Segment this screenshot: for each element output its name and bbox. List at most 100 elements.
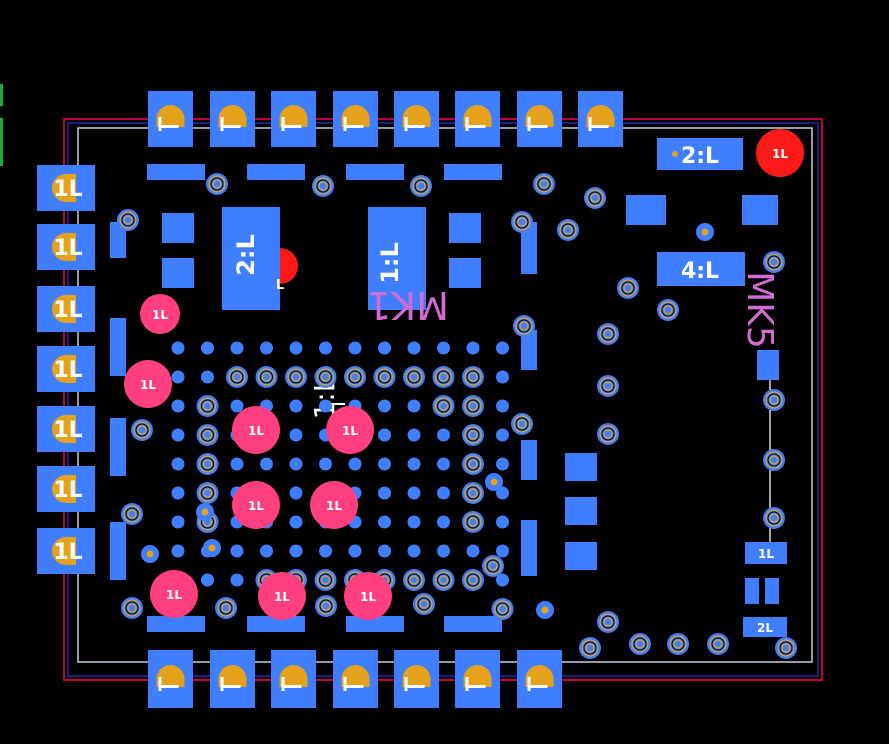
bga-ball[interactable] — [171, 515, 185, 529]
via[interactable] — [482, 555, 504, 577]
bga-ball[interactable] — [289, 399, 303, 413]
via[interactable] — [315, 595, 337, 617]
castellated-pad[interactable]: 1L — [37, 286, 95, 332]
component-2L-right[interactable]: 2:L — [657, 138, 743, 170]
via[interactable] — [462, 511, 484, 533]
bga-ball[interactable] — [407, 399, 421, 413]
pad-small-2L[interactable] — [743, 617, 787, 637]
via[interactable] — [432, 569, 455, 591]
via[interactable] — [462, 424, 484, 446]
via[interactable] — [403, 366, 425, 388]
bga-ball[interactable] — [171, 370, 185, 384]
castellated-pad[interactable] — [333, 650, 378, 708]
bga-ball[interactable] — [230, 341, 244, 355]
castellated-pad[interactable] — [271, 650, 316, 708]
via[interactable] — [763, 251, 785, 273]
via[interactable] — [373, 366, 396, 388]
thermal-pad[interactable]: 1L — [258, 572, 306, 620]
bga-ball[interactable] — [496, 399, 509, 413]
via[interactable] — [206, 173, 228, 195]
via[interactable] — [763, 389, 785, 411]
bga-ball[interactable] — [171, 486, 185, 500]
bga-ball[interactable] — [437, 341, 450, 355]
bga-ball[interactable] — [466, 544, 480, 558]
via[interactable] — [462, 395, 484, 417]
thermal-pad[interactable]: 1L — [310, 481, 358, 529]
castellated-pad[interactable]: 1L — [37, 165, 95, 211]
bottom-castellated-pads[interactable] — [148, 650, 562, 708]
castellated-pad[interactable] — [210, 650, 255, 708]
castellated-pad[interactable] — [517, 91, 562, 147]
via[interactable] — [597, 323, 619, 345]
bga-ball[interactable] — [407, 515, 421, 529]
via[interactable] — [196, 424, 219, 446]
bga-ball[interactable] — [496, 544, 509, 558]
castellated-pad[interactable] — [578, 91, 623, 147]
small-vias[interactable] — [141, 223, 714, 619]
castellated-pad[interactable] — [517, 650, 562, 708]
via[interactable] — [255, 366, 278, 388]
bga-ball[interactable] — [201, 573, 214, 587]
castellated-pad[interactable] — [394, 650, 439, 708]
bga-ball[interactable] — [289, 428, 303, 442]
via[interactable] — [196, 482, 219, 504]
bga-ball[interactable] — [437, 457, 450, 471]
bga-ball[interactable] — [171, 457, 185, 471]
small-via[interactable] — [203, 539, 221, 557]
via[interactable] — [667, 633, 689, 655]
bga-ball[interactable] — [378, 515, 391, 529]
bga-ball[interactable] — [407, 428, 421, 442]
via[interactable] — [196, 395, 219, 417]
thermal-pad[interactable]: 1L — [140, 294, 180, 334]
castellated-pad[interactable]: 1L — [37, 224, 95, 270]
bga-ball[interactable] — [348, 341, 362, 355]
via[interactable] — [707, 633, 729, 655]
via[interactable] — [285, 366, 307, 388]
castellated-pad[interactable]: 1L — [37, 528, 95, 574]
castellated-pad[interactable]: 1L — [37, 346, 95, 392]
bga-ball[interactable] — [289, 486, 303, 500]
thermal-pad[interactable]: 1L — [344, 572, 392, 620]
castellated-pad[interactable] — [455, 91, 500, 147]
bga-ball[interactable] — [348, 544, 362, 558]
via[interactable] — [410, 175, 432, 197]
bga-ball[interactable] — [289, 515, 303, 529]
via[interactable] — [413, 593, 435, 615]
thermal-pad[interactable]: 1L — [124, 360, 172, 408]
bga-ball[interactable] — [319, 341, 332, 355]
via[interactable] — [629, 633, 651, 655]
via[interactable] — [579, 637, 601, 659]
bga-ball[interactable] — [437, 428, 450, 442]
via[interactable] — [511, 413, 533, 435]
vias[interactable] — [117, 173, 797, 659]
via[interactable] — [533, 173, 555, 195]
bga-ball[interactable] — [496, 457, 509, 471]
castellated-pad[interactable] — [271, 91, 316, 147]
via[interactable] — [557, 219, 579, 241]
component-4L-right[interactable]: 4:L — [657, 252, 745, 286]
bga-ball[interactable] — [378, 457, 391, 471]
top-castellated-pads[interactable] — [148, 91, 623, 147]
via[interactable] — [432, 395, 455, 417]
castellated-pad[interactable] — [333, 91, 378, 147]
bga-ball[interactable] — [407, 486, 421, 500]
bga-ball[interactable] — [201, 370, 214, 384]
via[interactable] — [215, 597, 237, 619]
bga-ball[interactable] — [171, 399, 185, 413]
bga-ball[interactable] — [496, 428, 509, 442]
thermal-pad[interactable]: 1L — [326, 406, 374, 454]
bga-ball[interactable] — [230, 399, 244, 413]
small-via[interactable] — [696, 223, 714, 241]
small-via[interactable] — [485, 473, 503, 491]
bga-ball[interactable] — [378, 428, 391, 442]
small-via[interactable] — [141, 545, 159, 563]
via[interactable] — [344, 366, 366, 388]
bga-ball[interactable] — [496, 486, 509, 500]
via[interactable] — [403, 569, 425, 591]
bga-ball[interactable] — [407, 341, 421, 355]
castellated-pad[interactable] — [148, 91, 193, 147]
bga-ball[interactable] — [230, 544, 244, 558]
via[interactable] — [657, 299, 679, 321]
bga-ball[interactable] — [260, 457, 273, 471]
